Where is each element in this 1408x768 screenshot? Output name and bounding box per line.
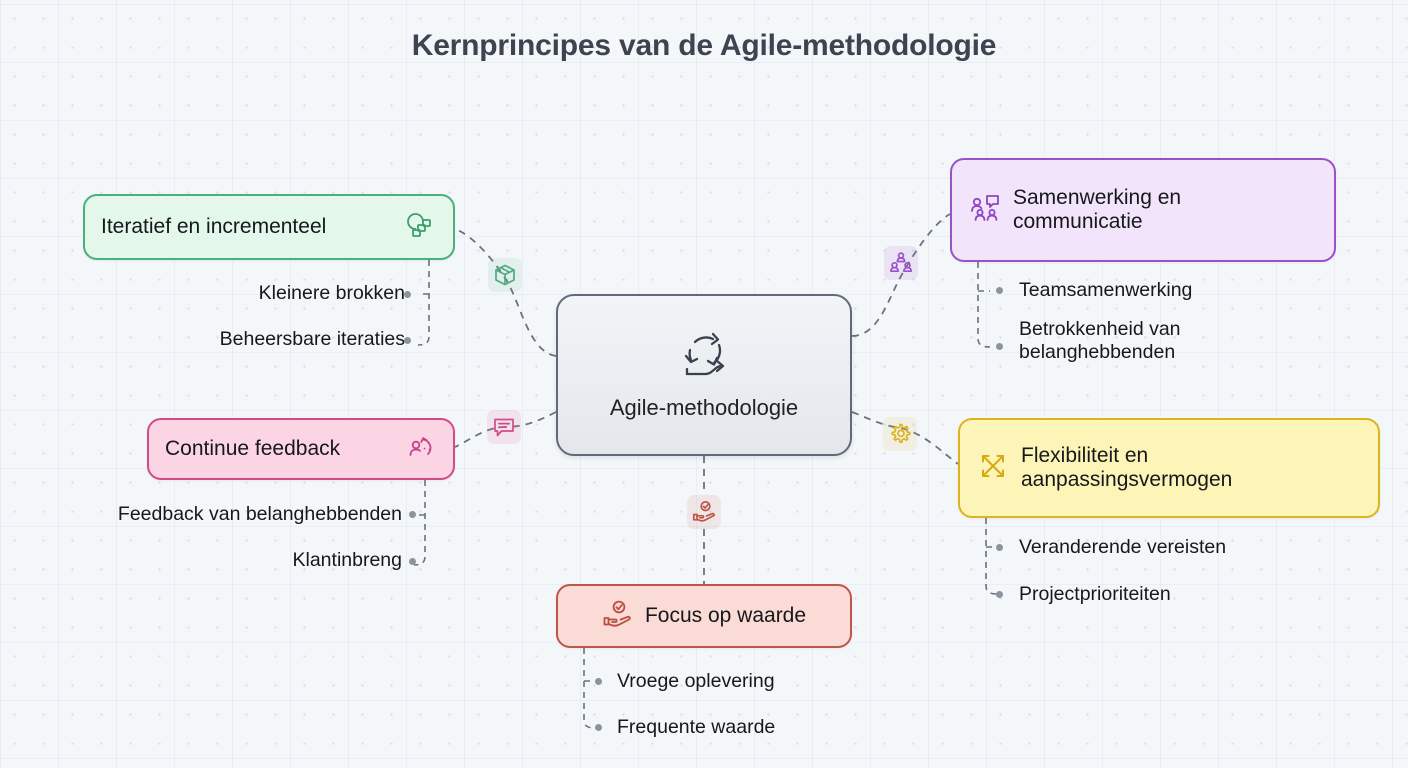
sub-item-feedback-0: Feedback van belanghebbenden [117,503,402,525]
branch-node-value[interactable]: Focus op waarde [556,584,852,648]
sub-item-iterative-1: Beheersbare iteraties [219,328,405,350]
branch-node-flexibility[interactable]: Flexibiliteit en aanpassingsvermogen [958,418,1380,518]
hand-check-icon [687,495,721,529]
people-chat-icon [968,191,1002,230]
sub-item-flexibility-0: Veranderende vereisten [1019,536,1227,558]
message-bubble-icon [487,410,521,444]
page-title: Kernprincipes van de Agile-methodologie [411,29,997,62]
sub-item-iterative-0: Kleinere brokken [258,282,405,304]
sub-item-collaboration-1: Betrokkenheid van belanghebbenden [1019,318,1181,364]
branch-label-collaboration: Samenwerking en communicatie [1013,185,1182,233]
sub-item-collaboration-0: Teamsamenwerking [1019,279,1193,301]
branch-node-collaboration[interactable]: Samenwerking en communicatie [950,158,1336,262]
shuffle-arrows-icon [976,449,1010,488]
bullet-feedback-1 [409,558,416,565]
users-group-icon [884,246,918,280]
bullet-collaboration-1 [996,343,1003,350]
person-feedback-loop-icon [407,432,437,467]
center-node-label: Agile-methodologie [609,394,799,420]
sub-item-feedback-1: Klantinbreng [292,549,403,571]
branch-node-iterative[interactable]: Iteratief en incrementeel [83,194,455,260]
bullet-value-0 [595,678,602,685]
bullet-feedback-0 [409,511,416,518]
branch-label-feedback: Continue feedback [165,436,341,460]
bullet-iterative-0 [404,291,411,298]
hand-value-icon [602,599,634,634]
incremental-blocks-icon [407,210,437,245]
bullet-flexibility-0 [996,544,1003,551]
bullet-iterative-1 [404,337,411,344]
sub-item-value-1: Frequente waarde [617,716,776,738]
bullet-value-1 [595,724,602,731]
agile-cycle-icon [673,330,735,389]
package-box-icon [488,258,522,292]
branch-label-flexibility: Flexibiliteit en aanpassingsvermogen [1021,443,1233,491]
bullet-flexibility-1 [996,591,1003,598]
branch-node-feedback[interactable]: Continue feedback [147,418,455,480]
sub-item-value-0: Vroege oplevering [617,670,775,692]
sub-item-flexibility-1: Projectprioriteiten [1019,583,1171,605]
center-node-agile-methodology[interactable]: Agile-methodologie [556,294,852,456]
bullet-collaboration-0 [996,287,1003,294]
branch-label-iterative: Iteratief en incrementeel [101,214,327,238]
branch-label-value: Focus op waarde [644,603,807,627]
gear-icon [883,417,917,451]
